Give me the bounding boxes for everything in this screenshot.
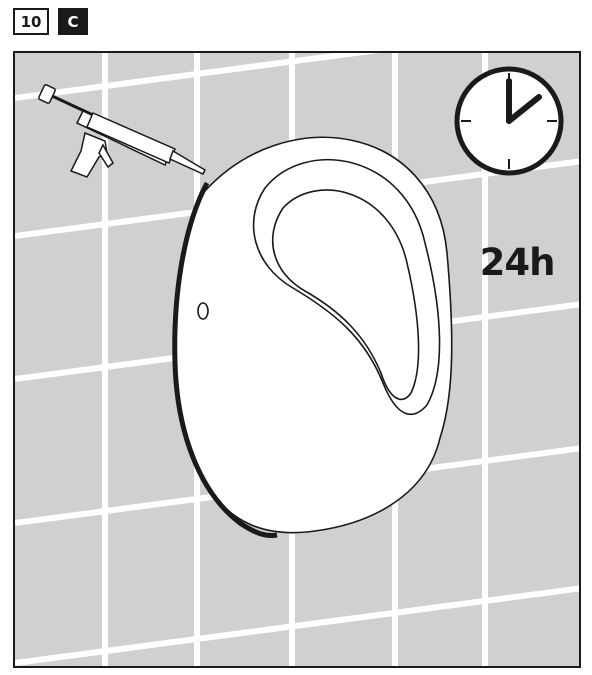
silicone-seal: [172, 181, 278, 538]
clock-icon: [454, 66, 564, 176]
urinal-bowl: [271, 189, 420, 401]
gun-nozzle: [169, 149, 206, 175]
curing-time-label: 24h: [479, 241, 556, 284]
step-number-badge: 10: [13, 8, 49, 35]
clock-minute-hand: [506, 94, 542, 124]
caulking-gun-icon: [38, 84, 206, 178]
gun-cartridge: [86, 112, 176, 164]
gun-trigger: [98, 143, 114, 169]
gun-grip: [69, 131, 108, 178]
step-letter-badge: C: [58, 8, 88, 35]
instruction-illustration: 24h: [13, 51, 581, 668]
urinal-icon: [172, 136, 453, 538]
urinal-inlet: [197, 302, 209, 320]
gun-plunger-handle: [38, 84, 56, 104]
illustration-canvas: [15, 53, 579, 666]
